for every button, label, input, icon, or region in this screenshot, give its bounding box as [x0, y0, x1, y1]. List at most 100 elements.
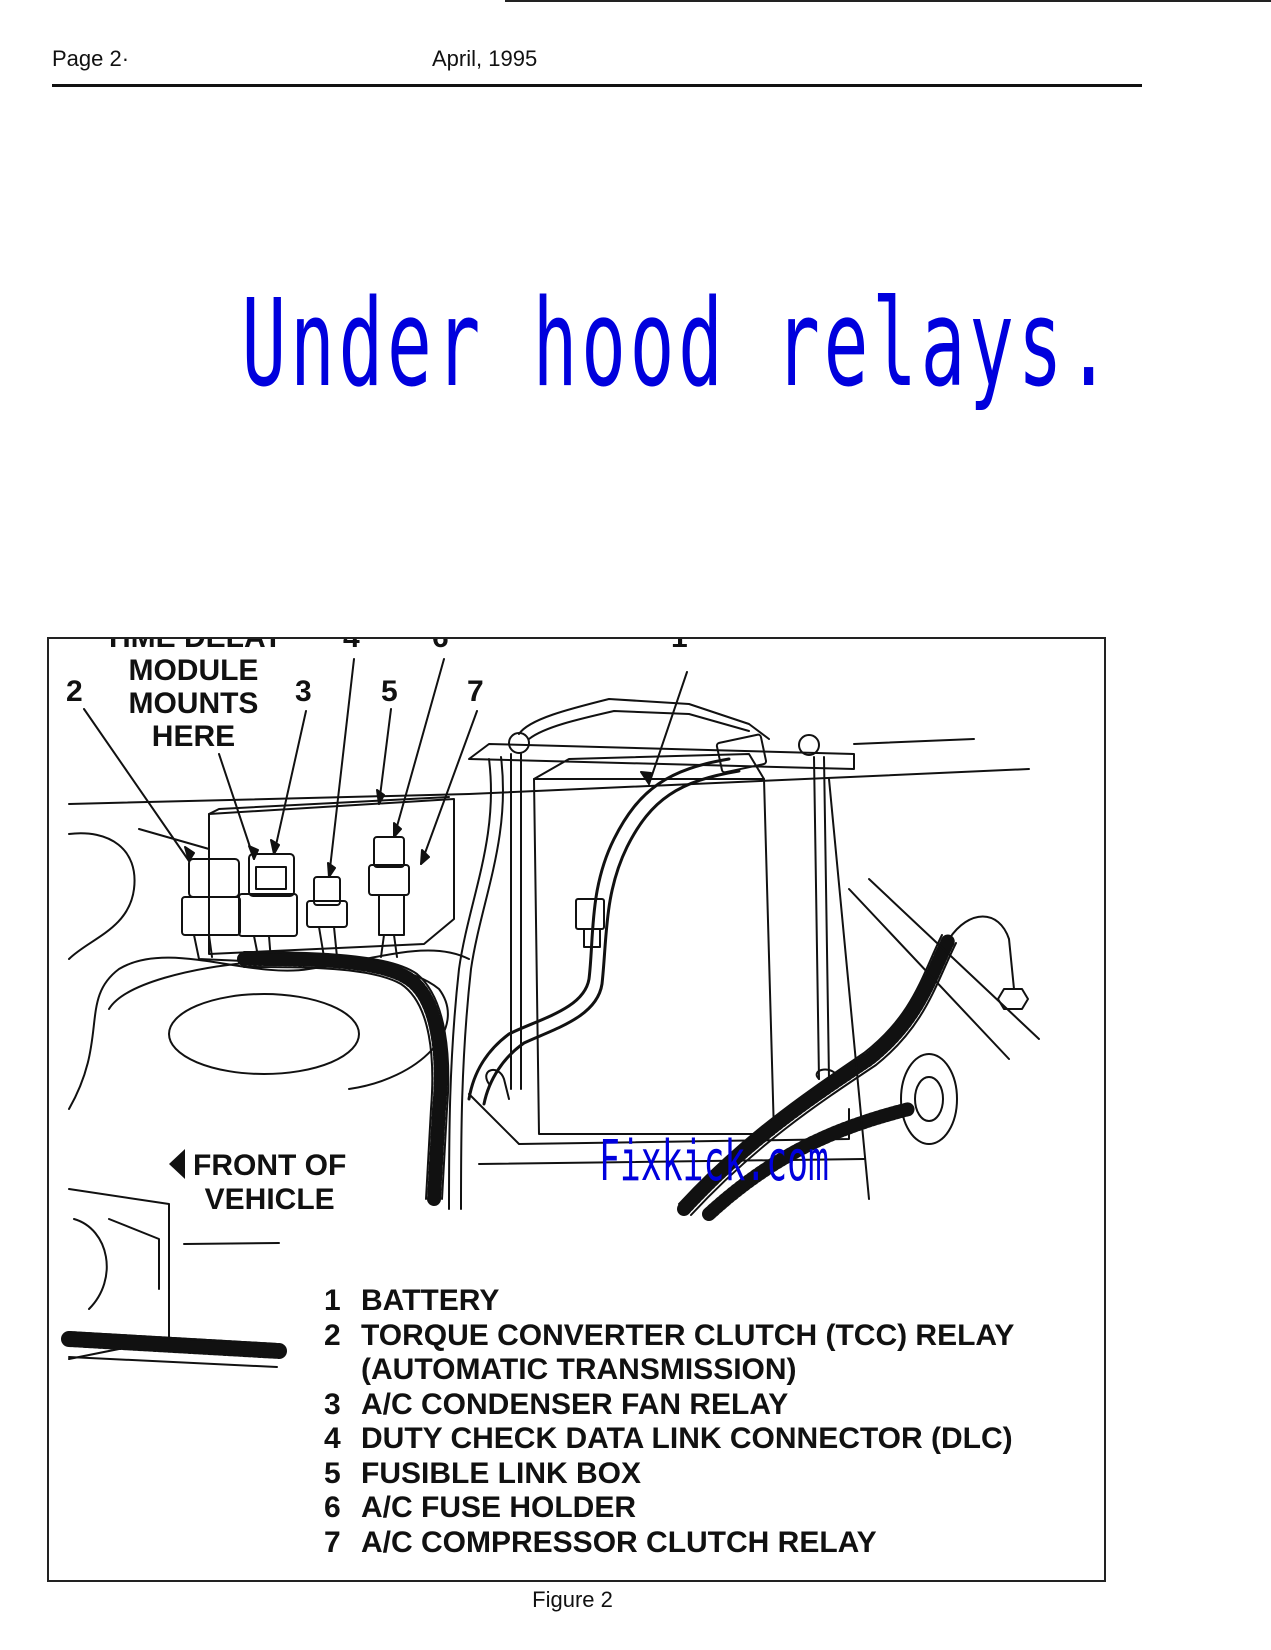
legend-num: 7	[324, 1525, 341, 1559]
leader-2	[83, 708, 190, 862]
legend-num: 6	[324, 1491, 341, 1524]
hold-down-rod-right	[813, 756, 820, 1080]
legend-row: 3 A/C CONDENSER FAN RELAY	[324, 1388, 1014, 1423]
harness-lower-left	[61, 1331, 287, 1359]
cable-connector-2	[583, 928, 601, 948]
relay-3-body	[238, 893, 298, 937]
dlc-4-body	[306, 900, 348, 928]
relay-2-top	[188, 858, 240, 898]
relay-7-lower	[378, 894, 405, 936]
legend-text: FUSIBLE LINK BOX	[361, 1456, 642, 1490]
strut-tower	[168, 993, 360, 1075]
vertical-harness-2	[460, 756, 505, 1210]
front-of-vehicle-text: FRONT OF VEHICLE	[193, 1149, 347, 1216]
bracket	[108, 1218, 160, 1290]
main-harness-edge	[243, 951, 450, 1200]
leader-3	[273, 710, 307, 855]
right-harness-edge	[678, 934, 957, 1216]
hold-down-strap-2	[528, 710, 750, 740]
callout-1: 1	[671, 637, 688, 654]
legend-row: 4 DUTY CHECK DATA LINK CONNECTOR (DLC)	[324, 1422, 1014, 1457]
leader-6	[393, 658, 445, 838]
callout-6: 6	[432, 637, 449, 654]
fender-curve	[68, 832, 136, 960]
relay-3-top	[248, 853, 295, 897]
wing-nut-right	[798, 734, 820, 756]
callout-3: 3	[295, 675, 312, 708]
sensor-plug	[997, 988, 1029, 1010]
grommet	[900, 1053, 958, 1145]
hold-down-rod-right-2	[823, 756, 830, 1080]
dlc-4-top	[313, 876, 341, 906]
panel-right-2	[828, 778, 870, 1200]
page-title: Under hood relays.	[241, 275, 1115, 414]
legend-row: 1 BATTERY	[324, 1284, 1014, 1319]
callout-time-delay-text: TIME DELAY MODULE MOUNTS HERE	[104, 637, 283, 753]
right-harness	[677, 932, 956, 1216]
legend-text: A/C CONDENSER FAN RELAY	[361, 1387, 789, 1421]
hold-down-bar	[468, 743, 855, 770]
legend-num: 5	[324, 1456, 341, 1490]
page-date: April, 1995	[432, 46, 538, 71]
main-harness	[237, 952, 448, 1206]
right-harness-lower	[702, 1102, 916, 1221]
relay-2-body	[181, 896, 241, 936]
battery-cable-2	[482, 769, 741, 1106]
hold-down-strap	[518, 698, 770, 740]
relay-7-body	[368, 864, 410, 896]
battery-tray-rail	[478, 1158, 865, 1165]
grommet-inner	[914, 1076, 944, 1122]
callout-2: 2	[66, 675, 83, 708]
leader-7	[420, 710, 478, 865]
front-of-vehicle-label: FRONT OF VEHICLE	[169, 1149, 346, 1217]
panel-right	[848, 878, 1040, 1060]
battery-case	[533, 778, 775, 1135]
fender-line	[68, 768, 1030, 805]
wing-nut-left	[508, 732, 530, 754]
legend-num	[324, 1353, 361, 1388]
left-arrow-icon	[169, 1149, 185, 1179]
callout-7: 7	[467, 675, 484, 708]
legend-num: 1	[324, 1284, 341, 1317]
bracket-line	[853, 738, 975, 745]
harness-lower-left-edge	[68, 1331, 278, 1368]
legend-text: A/C COMPRESSOR CLUTCH RELAY	[361, 1525, 877, 1559]
figure-caption: Figure 2	[532, 1587, 613, 1612]
legend-row: 5 FUSIBLE LINK BOX	[324, 1457, 1014, 1492]
legend-num: 4	[324, 1422, 341, 1455]
lower-fender-inner	[73, 1218, 108, 1310]
legend-num: 2	[324, 1318, 341, 1352]
page-number: Page 2·	[52, 46, 130, 71]
sensor-wire	[948, 915, 1015, 990]
leader-4	[328, 658, 355, 878]
legend-text: DUTY CHECK DATA LINK CONNECTOR (DLC)	[361, 1422, 1013, 1455]
fuse-holder-6	[373, 836, 405, 868]
hook-left	[485, 1069, 510, 1100]
legend-text: BATTERY	[361, 1284, 500, 1317]
watermark: Fixkick.com	[599, 1129, 829, 1194]
arrowheads	[184, 771, 652, 878]
battery-cable	[467, 757, 731, 1101]
top-rule	[505, 0, 1271, 2]
callout-4: 4	[343, 637, 360, 654]
relay-3-window	[255, 866, 287, 890]
leader-time-delay	[218, 753, 255, 860]
fusible-link-box	[208, 798, 455, 955]
page-header: Page 2· April, 1995	[52, 44, 1142, 87]
legend-text: A/C FUSE HOLDER	[361, 1491, 637, 1524]
legend-row: 7 A/C COMPRESSOR CLUTCH RELAY	[324, 1526, 1014, 1561]
leader-line	[183, 1242, 280, 1245]
figure-box: TIME DELAY MODULE MOUNTS HERE 1 2 3 4 5 …	[47, 637, 1106, 1582]
legend-row: 6 A/C FUSE HOLDER	[324, 1491, 1014, 1526]
callout-5: 5	[381, 675, 398, 708]
relay-wires	[193, 926, 398, 962]
fusible-link-box-top	[208, 796, 450, 815]
leader-5	[378, 708, 392, 805]
engine-bay-diagram	[61, 658, 1040, 1368]
legend-num: 3	[324, 1387, 341, 1421]
legend-row: (AUTOMATIC TRANSMISSION)	[324, 1353, 1014, 1388]
vertical-harness	[448, 758, 493, 1210]
battery-terminal	[715, 733, 768, 774]
